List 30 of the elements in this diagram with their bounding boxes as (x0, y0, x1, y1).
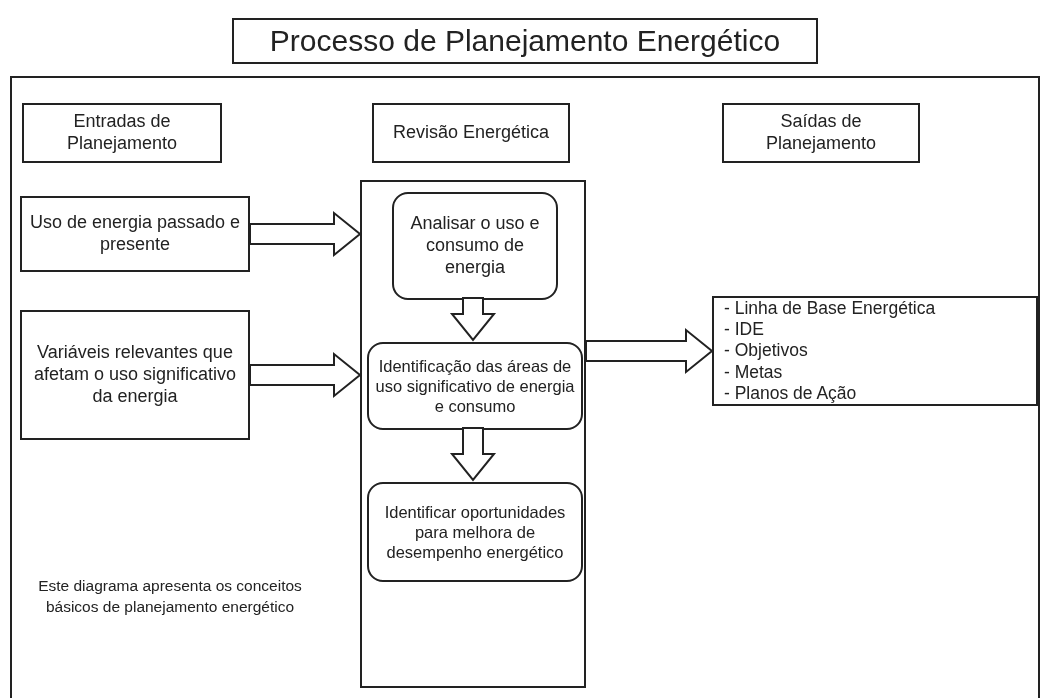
text-box (20, 196, 250, 272)
box-text: Analisar o uso e consumo de energia (409, 213, 541, 279)
block-arrow (449, 297, 497, 342)
output-list-box (712, 296, 1038, 406)
box-text: Entradas de Planejamento (65, 111, 179, 155)
box-text: Identificação das áreas de uso significativo de energia e consumo (375, 355, 575, 417)
container-box (360, 180, 586, 688)
box-text: Identificar oportunidades para melhora de desempenho energético (383, 501, 567, 563)
text-box (22, 103, 222, 163)
list-item: - IDE (724, 319, 764, 341)
list-item: - Metas (724, 361, 783, 383)
text-box (20, 310, 250, 440)
text-box (372, 103, 570, 163)
list-item: - Objetivos (724, 340, 808, 362)
title-box: Processo de Planejamento Energético (232, 18, 818, 64)
list-item: - Linha de Base Energética (724, 297, 936, 319)
block-arrow (249, 351, 362, 399)
list-item: - Planos de Ação (724, 383, 857, 405)
box-text: Saídas de Planejamento (764, 111, 878, 155)
rounded-process-box (367, 482, 583, 582)
block-arrow (449, 427, 497, 482)
box-text: Uso de energia passado e presente (28, 212, 242, 256)
note-text: Este diagrama apresenta os conceitos básicos de planejamento energético (37, 576, 303, 617)
box-text: Variáveis relevantes que afetam o uso significativo da energia (32, 342, 238, 408)
box-text: Revisão Energética (392, 122, 550, 144)
rounded-process-box (392, 192, 558, 300)
block-arrow (249, 210, 362, 258)
block-arrow (585, 327, 714, 375)
text-box (722, 103, 920, 163)
rounded-process-box (367, 342, 583, 430)
